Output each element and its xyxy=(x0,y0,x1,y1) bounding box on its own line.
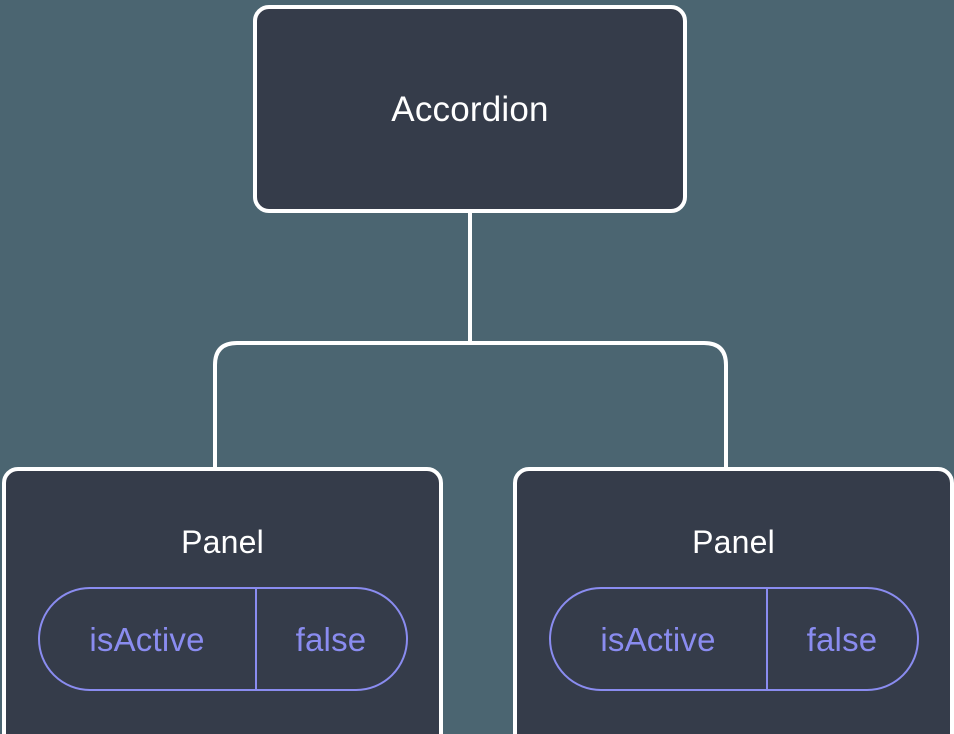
state-pill-panel-2[interactable]: isActive false xyxy=(548,587,919,691)
node-panel-1[interactable]: Panel isActive false xyxy=(2,467,443,734)
node-panel-2-label: Panel xyxy=(692,524,775,560)
node-panel-1-label: Panel xyxy=(181,524,264,560)
edge-to-left-panel xyxy=(213,341,470,472)
state-pill-panel-2-value: false xyxy=(806,620,878,658)
node-accordion-label: Accordion xyxy=(391,89,549,129)
state-pill-panel-1-value: false xyxy=(295,620,367,658)
node-accordion[interactable]: Accordion xyxy=(253,5,687,213)
state-pill-panel-2-key: isActive xyxy=(551,589,768,689)
node-panel-2[interactable]: Panel isActive false xyxy=(513,467,954,734)
state-pill-panel-1[interactable]: isActive false xyxy=(37,587,408,691)
state-pill-panel-1-key: isActive xyxy=(40,589,257,689)
edge-to-right-panel xyxy=(470,341,728,472)
